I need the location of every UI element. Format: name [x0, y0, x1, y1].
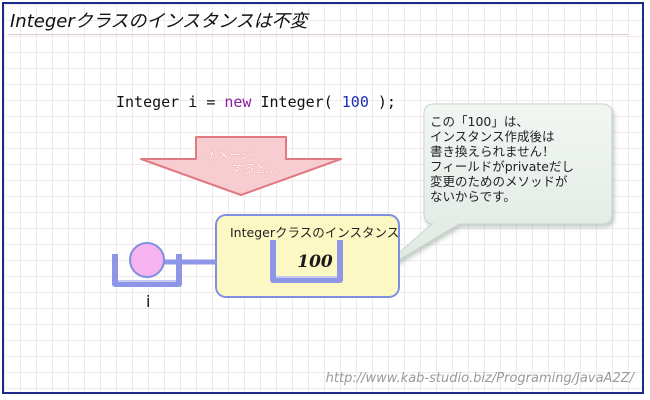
instance-value: 100 — [297, 252, 333, 272]
instance-bucket — [270, 240, 343, 283]
callout-line: 変更のためのメソッドが — [430, 174, 568, 189]
callout-text: この「100」は、 インスタンス作成後は 書き換えられません！ フィールドがpr… — [430, 114, 620, 204]
diagram-frame: Integerクラスのインスタンスは不変 In — [2, 2, 644, 394]
code-type: Integer — [116, 93, 180, 111]
callout-line: この「100」は、 — [430, 114, 529, 129]
code-close: ); — [377, 93, 396, 111]
diagram-graphics — [112, 103, 613, 298]
callout-line: 書き換えられません！ — [430, 144, 555, 159]
code-eq: = — [206, 93, 216, 111]
arrow-label-line-1: イメージ — [204, 148, 252, 162]
variable-name: i — [146, 292, 151, 311]
diagram-title: Integerクラスのインスタンスは不変 — [10, 11, 308, 32]
code-value: 100 — [341, 93, 369, 111]
footer-url: http://www.kab-studio.biz/Programing/Jav… — [325, 371, 634, 386]
callout-bubble — [371, 103, 613, 277]
code-var: i — [188, 93, 198, 111]
transform-arrow — [140, 136, 342, 196]
callout-line: ないからです。 — [430, 189, 516, 204]
callout-line: インスタンス作成後は — [430, 129, 555, 144]
arrow-label-line-2: すると… — [230, 162, 279, 176]
reference-ball — [129, 242, 165, 278]
code-constructor: Integer( — [260, 93, 333, 111]
instance-label: Integerクラスのインスタンス — [230, 225, 400, 240]
title-underline — [8, 34, 628, 35]
instance-box — [215, 214, 400, 298]
variable-bucket — [112, 254, 182, 287]
arrow-label: イメージ すると… — [204, 148, 278, 176]
code-new-keyword: new — [224, 93, 252, 111]
code-line: Integer i = new Integer( 100 ); — [116, 93, 396, 111]
callout-line: フィールドがprivateだし — [430, 159, 574, 174]
